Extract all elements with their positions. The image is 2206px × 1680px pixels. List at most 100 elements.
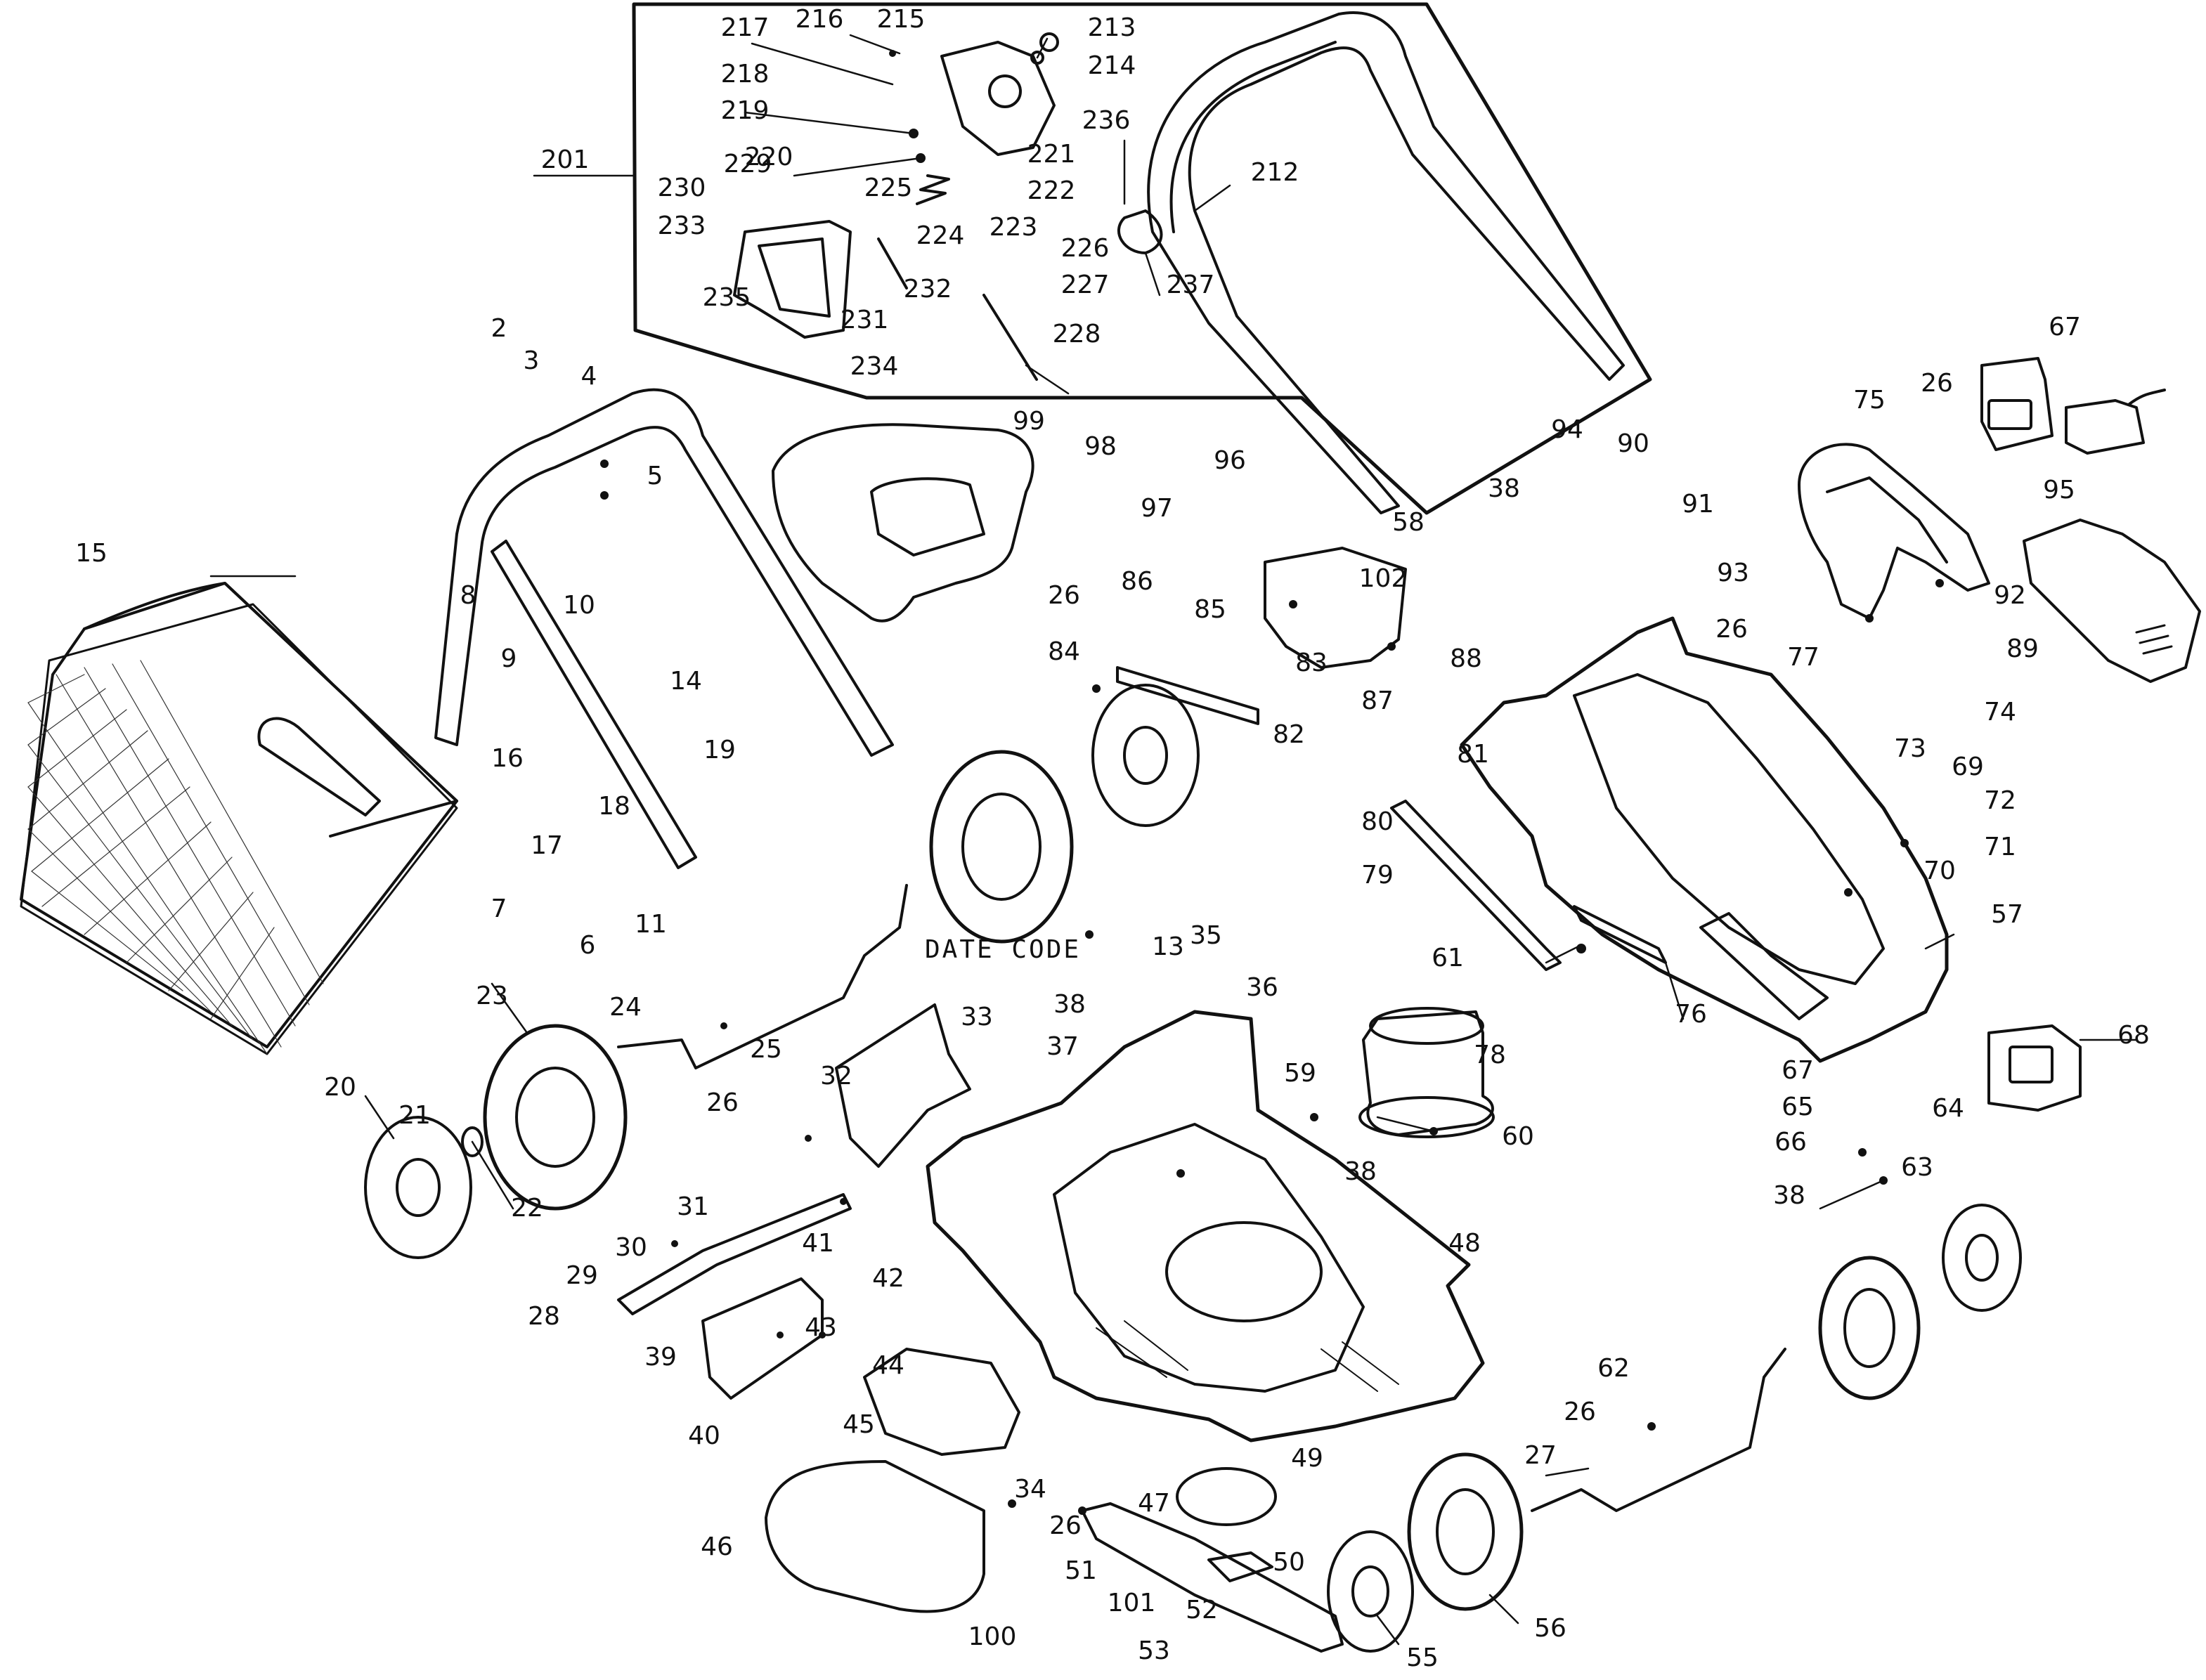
part-label: 74 [1984,698,2016,727]
part-label: 34 [1014,1475,1046,1504]
switch-knob-215 [988,74,1022,108]
part-label: 42 [872,1264,904,1293]
part-label: 20 [324,1073,356,1102]
part-label: 5 [647,462,663,490]
part-label: 90 [1617,429,1649,458]
cable-237 [1117,209,1163,254]
front-wheel-hub-55 [1436,1488,1495,1575]
part-label: 100 [968,1622,1017,1651]
lower-handle-9 [434,388,894,757]
part-label: 236 [1082,106,1131,135]
part-label: 66 [1774,1128,1807,1157]
part-label: 84 [1048,637,1080,666]
part-label: 17 [531,831,563,860]
part-label: 61 [1432,944,1464,972]
part-label: 38 [1773,1181,1805,1210]
part-label: 59 [1284,1059,1316,1088]
part-label: 223 [989,213,1038,242]
part-label: 224 [916,221,965,250]
part-label: 4 [580,362,597,391]
part-label: 3 [523,346,540,375]
switch-cover-215 [940,41,1056,156]
rod-75 [1573,905,1667,964]
part-label: 19 [703,736,736,764]
part-label: 26 [1921,369,1953,398]
lower-handle-rod-9 [491,540,697,869]
rear-deflector-32 [835,1003,971,1168]
switch-housing-detail-233 [758,237,831,318]
part-label: 45 [843,1410,875,1439]
part-label: 33 [961,1003,993,1031]
part-label: 16 [491,744,524,773]
blade-51 [1081,1502,1344,1653]
part-label: 10 [563,591,595,620]
grass-bag-top-15 [83,582,458,838]
part-label: 50 [1273,1548,1305,1577]
wheel-cap-upper-inner [1123,726,1168,785]
front-wheel-right [1818,1256,1921,1400]
rod-84 [1116,666,1259,725]
part-label: 47 [1138,1489,1170,1518]
part-label: 26 [1048,581,1080,610]
part-label: 70 [1923,857,1956,885]
part-label: 26 [1049,1511,1082,1540]
part-label: 26 [706,1088,739,1117]
part-label: 11 [635,910,667,939]
front-wheel-cap-54 [1327,1530,1414,1653]
part-label: 214 [1087,51,1136,80]
washer-22 [461,1126,484,1157]
part-label: 201 [540,145,590,174]
body-front-68 [1699,912,1829,1020]
deck-inner-48 [1053,1123,1365,1393]
inset-frame [632,2,1652,515]
part-label: 97 [1141,494,1173,523]
battery-67-top [1980,357,2053,451]
part-label: 30 [615,1233,647,1262]
part-label: 64 [1932,1094,1964,1123]
part-label: 93 [1717,559,1749,587]
part-label: 79 [1361,861,1394,890]
part-label: 217 [720,13,770,42]
part-label: 98 [1084,432,1117,461]
part-label: 38 [1488,474,1520,503]
date-code-label: DATE CODE [925,935,1082,964]
grass-bag-handle-15 [257,717,381,816]
body-shell-inner-68 [1573,673,1885,985]
part-label: 55 [1406,1643,1439,1672]
part-label: 62 [1597,1354,1630,1383]
part-label: 25 [750,1035,782,1064]
part-label: 216 [795,5,844,34]
part-label: 46 [701,1532,733,1561]
part-label: 38 [1344,1157,1377,1186]
deck-grid-48 [1096,1320,1399,1392]
part-label: 51 [1065,1556,1097,1585]
front-wheel-right-hub [1843,1288,1895,1368]
axle-24 [617,884,908,1069]
part-label: 227 [1060,271,1110,299]
part-label: 215 [876,5,926,34]
top-cover-inner-92 [1826,476,1948,564]
part-label: 63 [1901,1153,1933,1182]
part-label: 230 [657,174,706,202]
part-label: 76 [1675,1000,1707,1029]
part-label: 226 [1060,234,1110,263]
part-label: 221 [1027,140,1076,169]
rear-flap-window-99 [870,477,985,556]
motor-top-59 [1369,1007,1484,1045]
part-label: 99 [1013,407,1045,436]
blade-adapter-50 [1207,1551,1273,1582]
rod-228 [982,294,1038,381]
part-label: 83 [1295,649,1328,677]
charger-95 [2065,399,2145,455]
part-label: 18 [598,792,630,821]
spring-225 [916,174,950,205]
rod-78 [1390,800,1562,971]
part-label: 212 [1250,158,1299,187]
part-label: 26 [1564,1398,1596,1426]
part-label: 80 [1361,807,1394,836]
part-label: 229 [723,150,772,178]
part-label: 60 [1502,1122,1534,1151]
washer-214 [1030,51,1044,65]
part-label: 68 [2117,1021,2150,1050]
